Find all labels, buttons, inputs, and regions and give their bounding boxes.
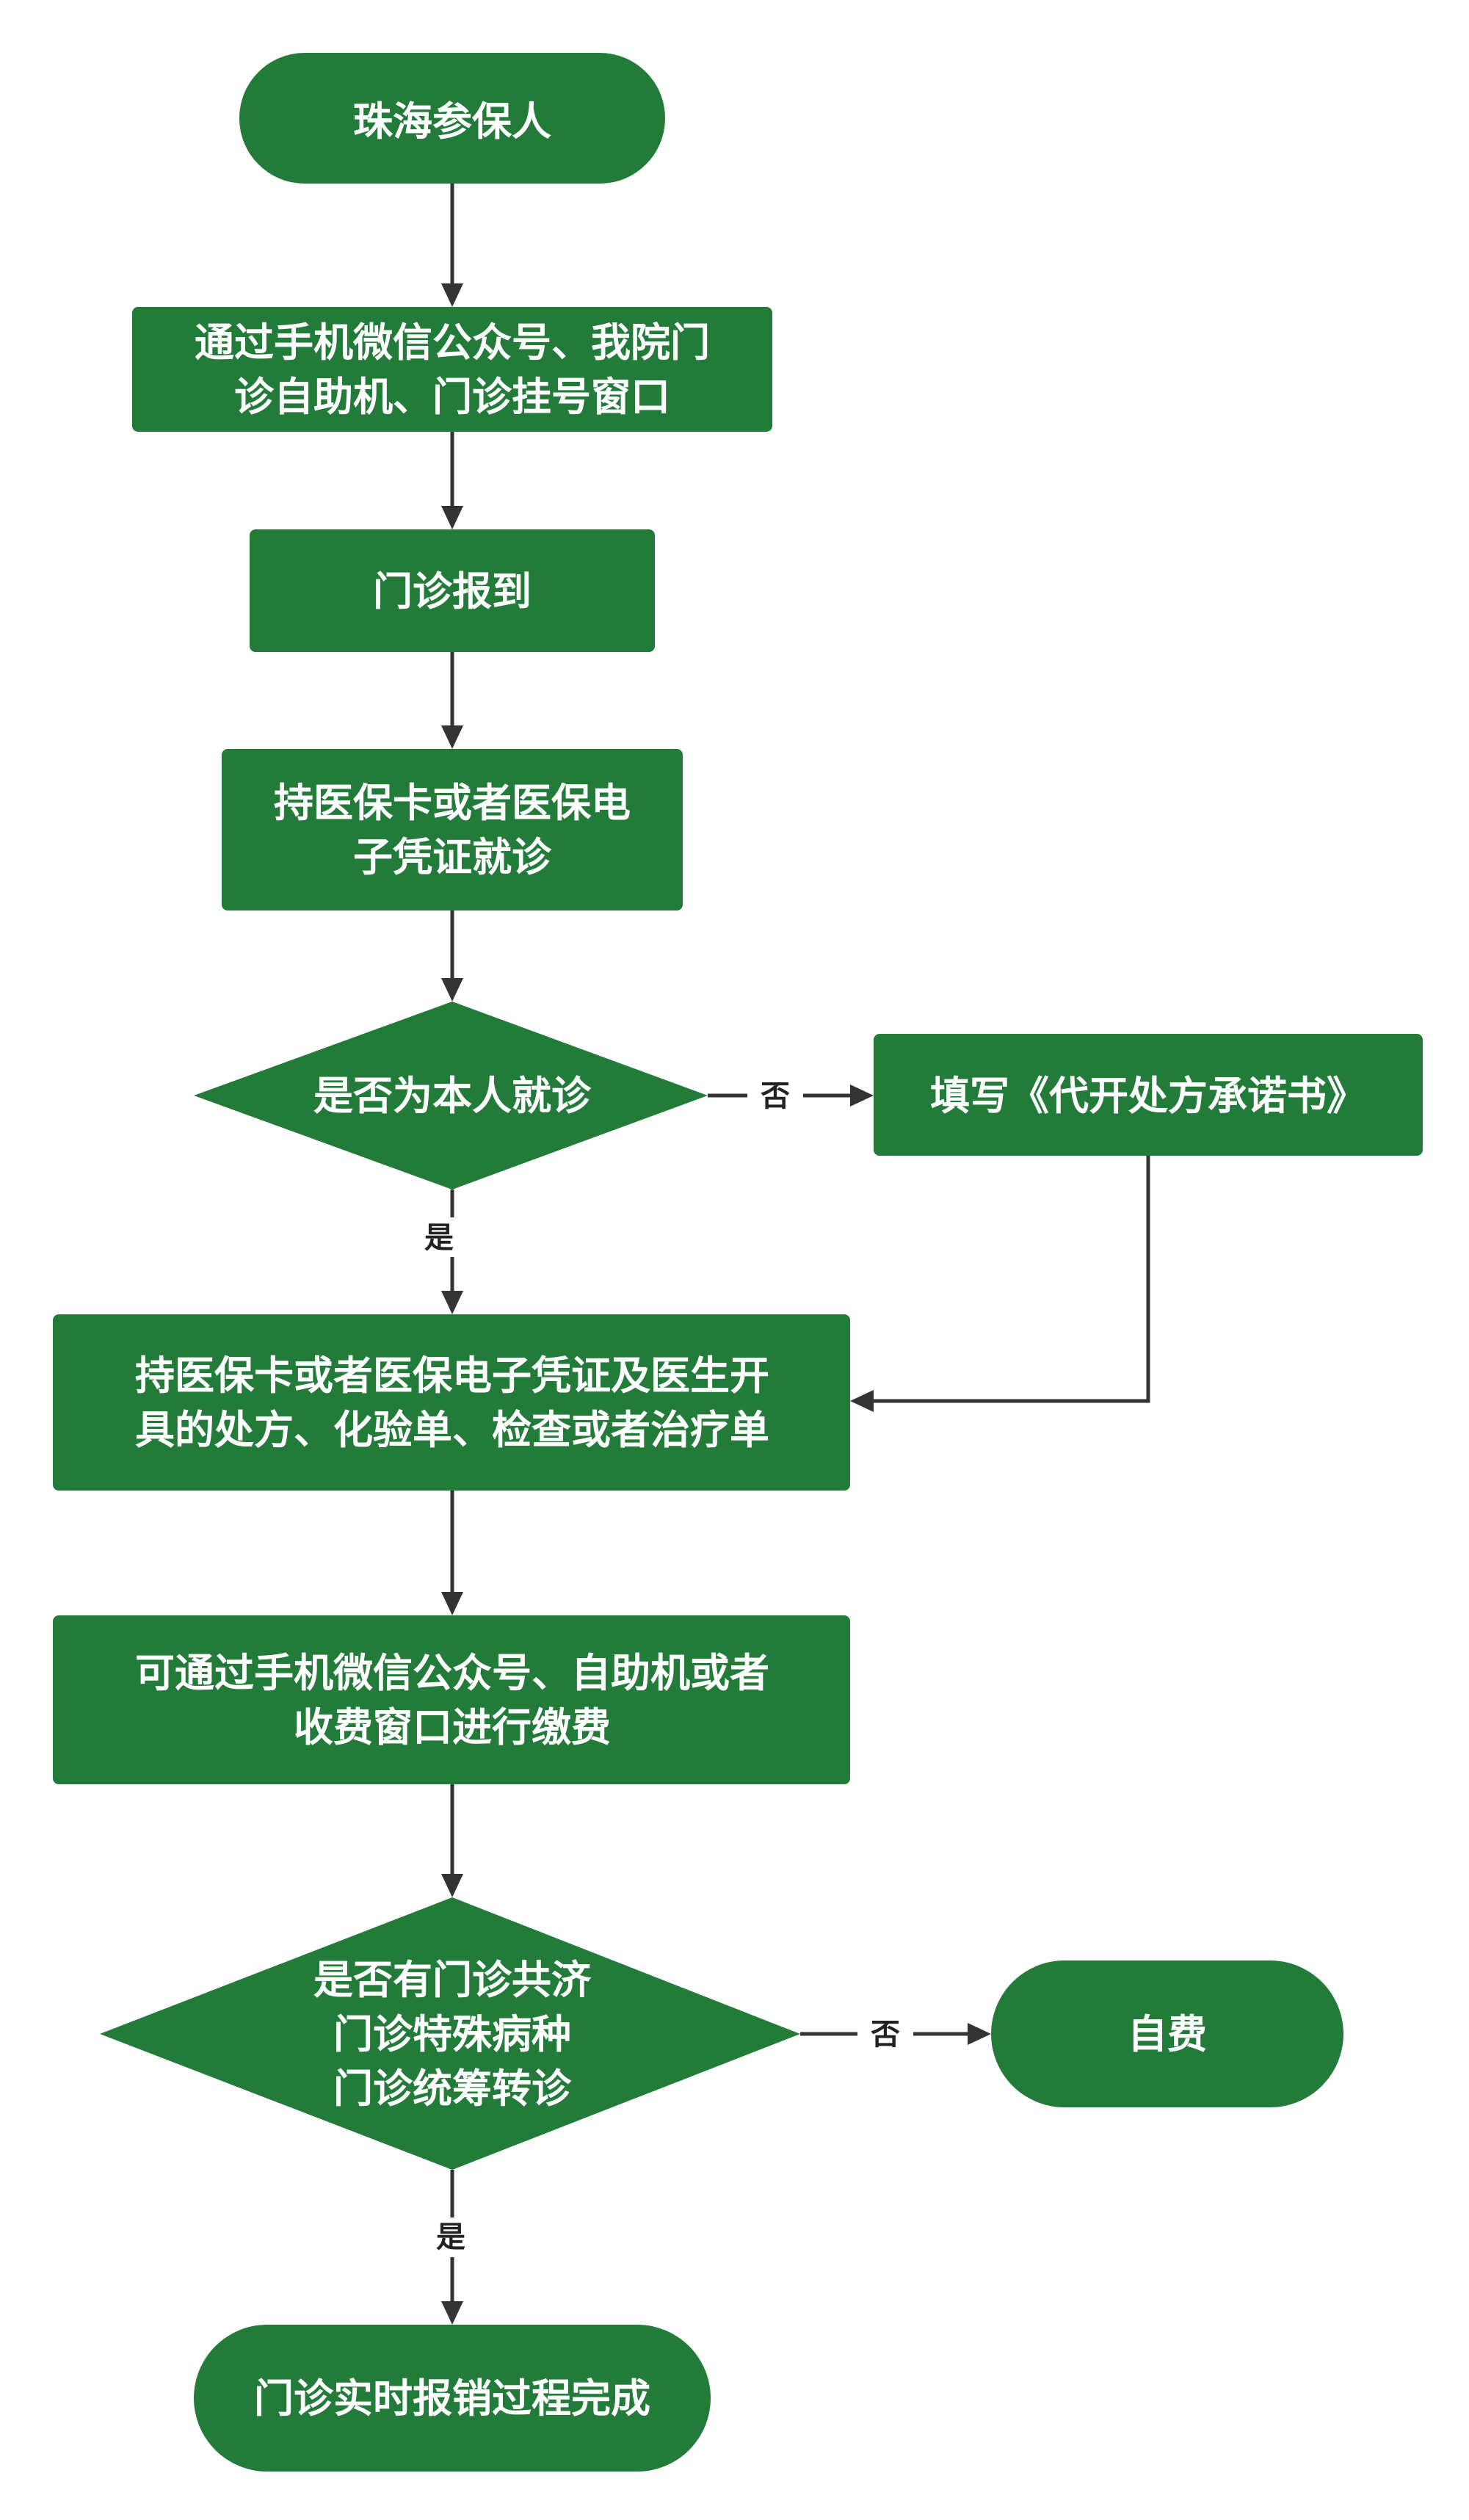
node-text-line: 是否有门诊共济 (313, 1957, 592, 2003)
decision-type-node: 是否有门诊共济门诊特殊病种门诊统筹转诊 (100, 1897, 800, 2170)
visit-label: 持医保卡或者医保电子凭证就诊 (274, 780, 631, 880)
edge-label-self-yes: 是 (424, 1221, 454, 1255)
self-pay-node: 自费 (991, 1960, 1343, 2107)
arrow-head (850, 1390, 874, 1412)
arrow-head (441, 1592, 463, 1615)
node-text-line: 通过手机微信公众号、我院门 (195, 319, 710, 366)
edge-label-bg (747, 1076, 803, 1115)
node-text-line: 是否为本人就诊 (313, 1073, 592, 1119)
arrow-head (441, 2301, 463, 2325)
checkin-label: 门诊报到 (373, 568, 532, 615)
arrow-head (850, 1085, 874, 1107)
payment-label: 可通过手机微信公众号、自助机或者收费窗口进行缴费 (135, 1650, 769, 1750)
node-text-line: 子凭证就诊 (353, 834, 552, 880)
decision-self-node: 是否为本人就诊 (194, 1002, 708, 1190)
node-text-line: 自费 (1128, 2011, 1207, 2057)
node-text-line: 具的处方、化验单、检查或者治疗单 (135, 1407, 769, 1453)
start-node: 珠海参保人 (239, 53, 665, 184)
node-text-line: 门诊报到 (373, 568, 532, 615)
end-node: 门诊实时报销过程完成 (194, 2325, 711, 2472)
node-text-line: 诊自助机、门诊挂号窗口 (234, 374, 670, 420)
edge-label-type-yes: 是 (436, 2220, 465, 2254)
edge-label-bg (418, 1217, 486, 1257)
decision-type-label: 是否有门诊共济门诊特殊病种门诊统筹转诊 (313, 1957, 592, 2112)
channels-node: 通过手机微信公众号、我院门诊自助机、门诊挂号窗口 (132, 307, 772, 432)
checkin-node: 门诊报到 (250, 529, 655, 652)
arrow-head (441, 978, 463, 1002)
node-text-line: 填写《代开处方承诺书》 (930, 1073, 1366, 1119)
node-text-line: 门诊实时报销过程完成 (254, 2375, 650, 2422)
edge-label-type-no: 否 (871, 2018, 900, 2052)
nodes: 珠海参保人 通过手机微信公众号、我院门诊自助机、门诊挂号窗口 门诊报到 持医保卡… (53, 53, 1423, 2472)
node-text-line: 门诊特殊病种 (333, 2011, 571, 2057)
arrow-head (968, 2023, 991, 2045)
arrow-head (441, 506, 463, 529)
node-text-line: 持医保卡或者医保电 (274, 780, 631, 826)
edges: 否 是 否 是 (418, 184, 1150, 2325)
node-text-line: 收费窗口进行缴费 (294, 1704, 611, 1750)
payment-node: 可通过手机微信公众号、自助机或者收费窗口进行缴费 (53, 1615, 850, 1784)
node-text-line: 持医保卡或者医保电子凭证及医生开 (135, 1353, 769, 1399)
arrow-head (441, 1291, 463, 1314)
arrow-head (441, 283, 463, 307)
node-text-line: 可通过手机微信公众号、自助机或者 (135, 1650, 769, 1696)
promise-label: 填写《代开处方承诺书》 (930, 1073, 1366, 1119)
end-label: 门诊实时报销过程完成 (254, 2375, 650, 2422)
edge-label-bg (418, 2217, 486, 2257)
edge-label-self-no: 否 (761, 1079, 790, 1113)
arrow-head (441, 725, 463, 749)
self-pay-label: 自费 (1128, 2011, 1207, 2057)
visit-node: 持医保卡或者医保电子凭证就诊 (222, 749, 683, 910)
start-label: 珠海参保人 (353, 98, 551, 145)
edge-label-bg (857, 2015, 913, 2053)
decision-self-label: 是否为本人就诊 (313, 1073, 592, 1119)
documents-node: 持医保卡或者医保电子凭证及医生开具的处方、化验单、检查或者治疗单 (53, 1314, 850, 1491)
node-text-line: 珠海参保人 (353, 98, 551, 145)
promise-node: 填写《代开处方承诺书》 (874, 1034, 1423, 1156)
channels-label: 通过手机微信公众号、我院门诊自助机、门诊挂号窗口 (195, 319, 710, 420)
arrow-head (441, 1874, 463, 1897)
documents-label: 持医保卡或者医保电子凭证及医生开具的处方、化验单、检查或者治疗单 (135, 1353, 769, 1453)
node-text-line: 门诊统筹转诊 (333, 2065, 572, 2112)
edge-promise-to-documents (874, 1156, 1150, 1403)
